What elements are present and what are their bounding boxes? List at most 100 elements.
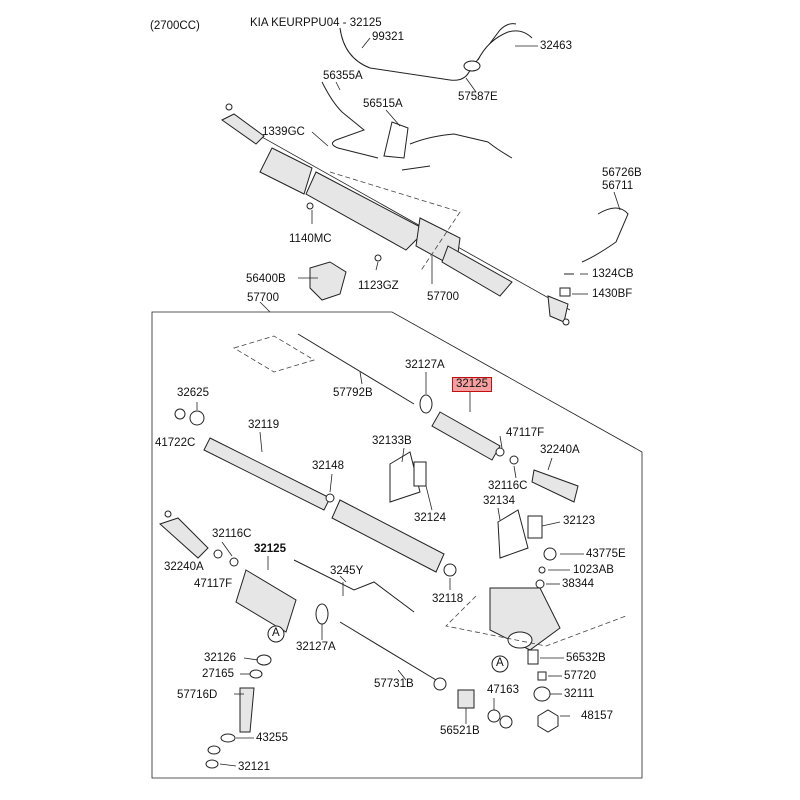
- part-label-32116c-left[interactable]: 32116C: [212, 528, 252, 540]
- nut-32116c-top: [509, 455, 519, 465]
- part-label-32111[interactable]: 32111: [564, 688, 595, 700]
- tie-rod-end-32240a-left: [159, 517, 209, 559]
- nut-48157: [537, 709, 559, 733]
- dash-valve: [445, 595, 627, 647]
- leader-32133b: [401, 447, 405, 463]
- part-label-32121[interactable]: 32121: [238, 761, 270, 773]
- plug-56532b: [527, 649, 539, 665]
- leader-32134: [497, 507, 501, 521]
- circle-a-left: [267, 625, 285, 643]
- nut-1430bf: [559, 287, 571, 297]
- leader-56711: [613, 191, 621, 211]
- bracket-32133b: [389, 451, 421, 503]
- part-label-56726b[interactable]: 56726B: [602, 167, 642, 179]
- clamp-57587e: [463, 60, 481, 72]
- part-label-32116c-top[interactable]: 32116C: [488, 480, 528, 492]
- leader-47117f-top: [499, 435, 503, 449]
- boot-left-upper: [259, 147, 313, 195]
- part-label-32127a-bot[interactable]: 32127A: [296, 641, 336, 653]
- leader-32148: [329, 473, 333, 493]
- part-label-47163[interactable]: 47163: [487, 684, 519, 696]
- part-label-32463[interactable]: 32463: [540, 40, 572, 52]
- part-label-1324cb[interactable]: 1324CB: [592, 268, 634, 280]
- part-label-32125-highlighted[interactable]: 32125: [452, 377, 492, 392]
- leader-32124: [425, 485, 433, 511]
- part-label-3245y[interactable]: 3245Y: [330, 565, 364, 577]
- leader-99321: [361, 37, 371, 49]
- part-label-56400b[interactable]: 56400B: [246, 273, 286, 285]
- part-label-41722c[interactable]: 41722C: [155, 437, 196, 449]
- part-label-1023ab[interactable]: 1023AB: [573, 564, 614, 576]
- part-label-32148[interactable]: 32148: [312, 460, 344, 472]
- leader-57731b: [397, 669, 407, 681]
- part-label-1123gz[interactable]: 1123GZ: [358, 280, 399, 292]
- part-label-57700-a[interactable]: 57700: [247, 292, 279, 304]
- part-label-57716d[interactable]: 57716D: [177, 689, 218, 701]
- part-label-56355a[interactable]: 56355A: [323, 70, 363, 82]
- oring-32625: [189, 410, 205, 426]
- part-label-48157[interactable]: 48157: [581, 710, 613, 722]
- seal-32121: [205, 759, 219, 769]
- valve-port: [507, 631, 533, 649]
- seal-47163: [487, 709, 501, 723]
- housing-tube: [331, 499, 445, 573]
- boot-32125-left: [235, 569, 297, 633]
- bracket-56515a: [383, 121, 409, 159]
- part-label-57720[interactable]: 57720: [564, 670, 596, 682]
- hose-32463: [477, 30, 533, 61]
- pipe-short: [401, 165, 431, 171]
- part-label-1339gc[interactable]: 1339GC: [262, 126, 305, 138]
- part-label-32125-left[interactable]: 32125: [254, 543, 286, 555]
- bolt-57720: [537, 671, 547, 681]
- part-label-56515a[interactable]: 56515A: [363, 98, 403, 110]
- part-label-1140mc[interactable]: 1140MC: [289, 233, 332, 245]
- part-label-99321[interactable]: 99321: [372, 31, 404, 43]
- part-label-1430bf[interactable]: 1430BF: [592, 288, 633, 300]
- pipe-3245y: [293, 559, 415, 613]
- part-label-32126[interactable]: 32126: [204, 652, 236, 664]
- boot-right-upper: [441, 245, 513, 297]
- part-label-32118[interactable]: 32118: [432, 593, 464, 605]
- leader-57792b: [359, 371, 363, 385]
- ring-32127a-top: [419, 394, 433, 414]
- part-label-32124[interactable]: 32124: [414, 512, 446, 524]
- part-label-32240a-left[interactable]: 32240A: [164, 561, 204, 573]
- part-label-43775e[interactable]: 43775E: [586, 548, 626, 560]
- part-label-32123[interactable]: 32123: [563, 515, 595, 527]
- nut-43775e: [543, 547, 557, 561]
- part-label-56521b[interactable]: 56521B: [440, 725, 480, 737]
- part-label-38344[interactable]: 38344: [562, 578, 594, 590]
- pipe-56355a: [321, 81, 379, 159]
- tie-rod-end-left-upper: [221, 113, 265, 145]
- part-label-32119[interactable]: 32119: [248, 419, 280, 431]
- part-label-47117f-top[interactable]: 47117F: [506, 427, 545, 439]
- part-label-32127a-top[interactable]: 32127A: [405, 359, 445, 371]
- rack-32119: [203, 437, 331, 511]
- part-label-56711[interactable]: 56711: [602, 180, 634, 192]
- part-label-32133b[interactable]: 32133B: [372, 435, 412, 447]
- part-label-27165[interactable]: 27165: [202, 668, 234, 680]
- part-label-32625[interactable]: 32625: [177, 387, 209, 399]
- leader-56355a: [335, 81, 341, 91]
- part-label-47117f-left[interactable]: 47117F: [194, 578, 233, 590]
- part-label-57700-b[interactable]: 57700: [427, 291, 459, 303]
- boot-32125-top: [431, 411, 501, 461]
- pinion-57716d: [239, 687, 255, 733]
- ring-27165: [249, 669, 263, 679]
- part-label-56532b[interactable]: 56532B: [566, 652, 606, 664]
- leader-57587e: [465, 77, 477, 93]
- part-label-57587e[interactable]: 57587E: [458, 91, 498, 103]
- part-label-32134[interactable]: 32134: [483, 495, 515, 507]
- part-label-43255[interactable]: 43255: [256, 732, 288, 744]
- leader-57700a: [259, 301, 271, 313]
- part-label-57731b[interactable]: 57731B: [374, 678, 414, 690]
- circle-a-right-label: A: [496, 657, 504, 669]
- rack-axis: [227, 117, 571, 311]
- part-label-32240a-top[interactable]: 32240A: [540, 444, 580, 456]
- tie-rod-end-right-upper: [547, 295, 569, 323]
- tie-rod-ball-left-lower: [164, 510, 172, 518]
- part-label-57792b[interactable]: 57792B: [333, 387, 373, 399]
- leader-32116c-top: [513, 465, 517, 479]
